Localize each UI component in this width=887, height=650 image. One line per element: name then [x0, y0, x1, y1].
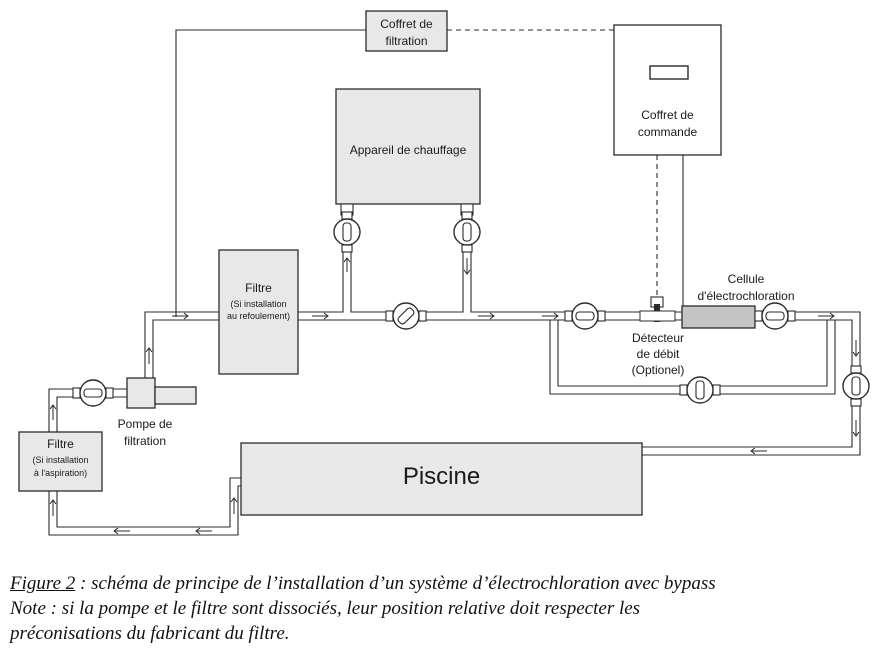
- cellule-label: Cellule: [728, 272, 765, 286]
- detecteur-debit: Détecteur de débit (Optionel): [632, 296, 685, 377]
- signal-lines: [447, 29, 658, 300]
- flow-arrow-icon: [195, 527, 212, 535]
- filtre-refoulement-sub: au refoulement): [227, 311, 290, 321]
- appareil-chauffage-box: Appareil de chauffage: [335, 88, 481, 205]
- valve-icon: [453, 211, 481, 253]
- filtre-refoulement-box: Filtre (Si installation au refoulement): [218, 249, 299, 375]
- flow-arrows: [49, 257, 860, 535]
- note-line-1: Note : si la pompe et le filtre sont dis…: [10, 598, 641, 619]
- piscine-label: Piscine: [403, 463, 480, 490]
- coffret-commande-label: commande: [638, 125, 698, 139]
- valve-icon: [333, 211, 361, 253]
- pompe-filtration: Pompe de filtration: [118, 377, 197, 448]
- figure-caption: Figure 2 : schéma de principe de l’insta…: [10, 571, 880, 596]
- appareil-chauffage-label: Appareil de chauffage: [350, 143, 467, 157]
- flow-arrow-icon: [113, 527, 130, 535]
- flow-arrow-icon: [478, 312, 495, 320]
- note-line-2: préconisations du fabricant du filtre.: [10, 623, 290, 644]
- flow-arrow-icon: [49, 404, 57, 420]
- valve-icon: [754, 302, 796, 330]
- filtre-aspiration-box: Filtre (Si installation à l'aspiration): [18, 431, 103, 492]
- valve-icon: [679, 376, 721, 404]
- filtre-aspiration-sub: (Si installation: [32, 455, 88, 465]
- valve-icon: [842, 365, 870, 407]
- flow-arrow-icon: [463, 258, 471, 275]
- cellule-electrochloration: Cellule d'électrochloration: [681, 272, 795, 329]
- filtre-aspiration-title: Filtre: [47, 437, 74, 451]
- detecteur-label: de débit: [637, 347, 680, 361]
- installation-diagram: Coffret de filtration Coffret de command…: [18, 10, 870, 536]
- coffret-filtration-label: filtration: [385, 34, 427, 48]
- display-icon: [649, 65, 689, 80]
- flow-arrow-icon: [542, 312, 559, 320]
- coffret-filtration-label: Coffret de: [380, 17, 433, 31]
- flow-arrow-icon: [750, 447, 767, 455]
- valve-icon: [72, 379, 114, 407]
- flow-arrow-icon: [852, 340, 860, 357]
- control-wires: [175, 29, 684, 317]
- valve-icon: [385, 302, 427, 330]
- pompe-label: filtration: [124, 434, 166, 448]
- flow-arrow-icon: [343, 257, 351, 272]
- piscine-box: Piscine: [240, 442, 643, 516]
- flow-arrow-icon: [852, 420, 860, 437]
- pompe-label: Pompe de: [118, 417, 173, 431]
- coffret-commande-box: Coffret de commande: [613, 24, 722, 156]
- flow-arrow-icon: [818, 312, 835, 320]
- coffret-commande-label: Coffret de: [641, 108, 694, 122]
- detecteur-label: Détecteur: [632, 331, 684, 345]
- flow-arrow-icon: [172, 312, 189, 320]
- figure-text: : schéma de principe de l’installation d…: [75, 573, 716, 594]
- figure-label: Figure 2: [10, 573, 76, 594]
- filtre-refoulement-title: Filtre: [245, 281, 272, 295]
- cellule-label: d'électrochloration: [697, 289, 794, 303]
- coffret-filtration-box: Coffret de filtration: [365, 10, 448, 52]
- flow-arrow-icon: [49, 499, 57, 516]
- valve-icon: [564, 302, 606, 330]
- filtre-refoulement-sub: (Si installation: [230, 299, 286, 309]
- flow-arrow-icon: [312, 312, 329, 320]
- flow-arrow-icon: [145, 347, 153, 364]
- flow-arrow-icon: [230, 497, 238, 514]
- filtre-aspiration-sub: à l'aspiration): [34, 468, 87, 478]
- detecteur-label: (Optionel): [632, 363, 685, 377]
